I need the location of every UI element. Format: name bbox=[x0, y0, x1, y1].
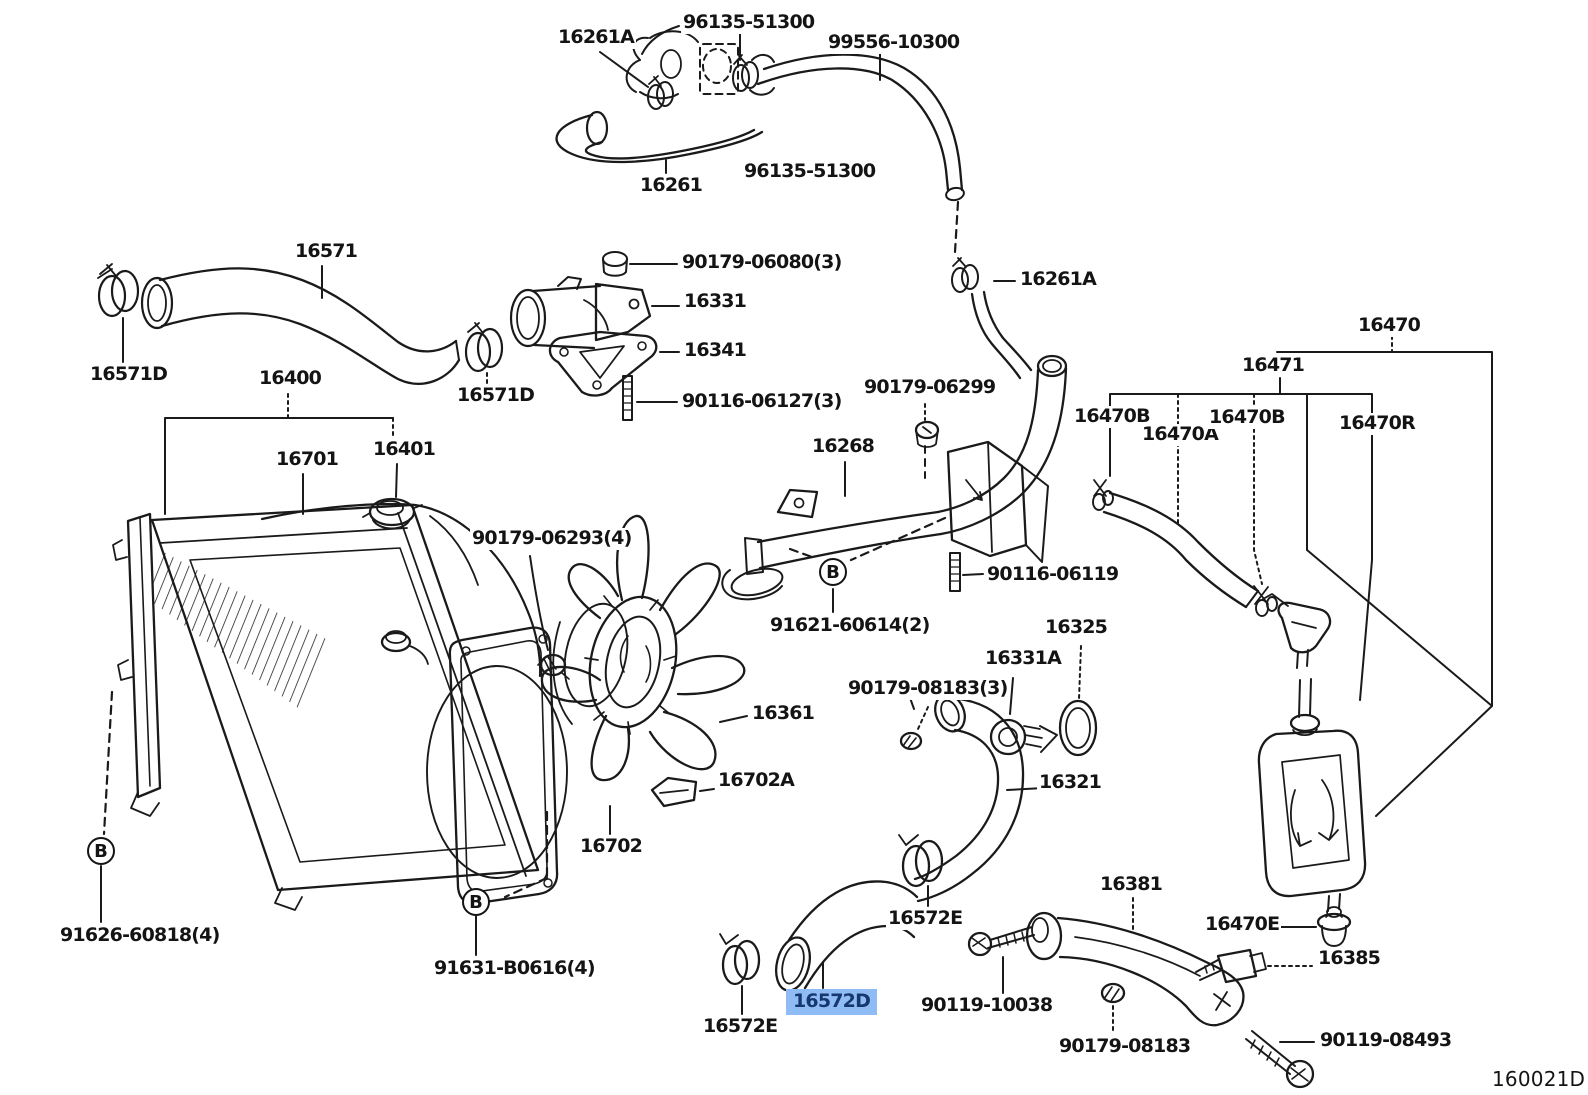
part-label[interactable]: 16325 bbox=[1043, 616, 1110, 639]
part-label[interactable]: 16321 bbox=[1037, 771, 1104, 794]
part-label[interactable]: 16470E bbox=[1203, 913, 1282, 936]
reference-marker-b[interactable]: B bbox=[462, 888, 490, 916]
part-label[interactable]: 16268 bbox=[810, 435, 877, 458]
part-label[interactable]: 16571D bbox=[88, 363, 170, 386]
part-label[interactable]: 16401 bbox=[371, 438, 438, 461]
part-label[interactable]: 16571 bbox=[293, 240, 360, 263]
reference-marker-b[interactable]: B bbox=[87, 837, 115, 865]
part-label[interactable]: 90179-06299 bbox=[862, 376, 998, 399]
part-label[interactable]: 16702A bbox=[716, 769, 797, 792]
part-label[interactable]: 91631-B0616(4) bbox=[432, 957, 597, 980]
part-label[interactable]: 16470R bbox=[1337, 412, 1417, 435]
part-label[interactable]: 16471 bbox=[1240, 354, 1307, 377]
part-label[interactable]: 16701 bbox=[274, 448, 341, 471]
fan-drawing bbox=[529, 514, 748, 808]
upper-hose-drawing bbox=[97, 263, 504, 385]
part-label[interactable]: 91621-60614(2) bbox=[768, 614, 932, 637]
part-label[interactable]: 16385 bbox=[1316, 947, 1383, 970]
part-label[interactable]: 16331A bbox=[983, 647, 1064, 670]
water-outlet-hoses-drawing bbox=[555, 25, 1033, 380]
part-label-selected[interactable]: 16572D bbox=[786, 989, 878, 1015]
part-label[interactable]: 16361 bbox=[750, 702, 817, 725]
part-label[interactable]: 16261 bbox=[638, 174, 705, 197]
part-label[interactable]: 16331 bbox=[682, 290, 749, 313]
radiator-drawing bbox=[112, 502, 542, 911]
part-label[interactable]: 90116-06119 bbox=[985, 563, 1121, 586]
part-label[interactable]: 16571D bbox=[455, 384, 537, 407]
bypass-pipe-drawing bbox=[721, 354, 1068, 613]
part-label[interactable]: 99556-10300 bbox=[826, 31, 962, 54]
part-label[interactable]: 90119-08493 bbox=[1318, 1029, 1454, 1052]
part-label[interactable]: 90119-10038 bbox=[919, 994, 1055, 1017]
part-label[interactable]: 90116-06127(3) bbox=[680, 390, 844, 413]
part-label[interactable]: 90179-08183(3) bbox=[846, 677, 1010, 700]
part-label[interactable]: 16261A bbox=[556, 26, 637, 49]
lower-hose-drawing bbox=[719, 880, 919, 1015]
part-label[interactable]: 16470B bbox=[1072, 405, 1152, 428]
reference-leaders bbox=[100, 865, 477, 956]
diagram-code: 160021D bbox=[1492, 1067, 1586, 1091]
part-label[interactable]: 16572E bbox=[701, 1015, 780, 1038]
part-label[interactable]: 90179-06293(4) bbox=[470, 527, 634, 550]
part-label[interactable]: 16470 bbox=[1356, 314, 1423, 337]
part-label[interactable]: 16702 bbox=[578, 835, 645, 858]
reserve-tank-drawing bbox=[1092, 335, 1493, 918]
reference-marker-b[interactable]: B bbox=[819, 558, 847, 586]
part-label[interactable]: 16261A bbox=[1018, 268, 1099, 291]
part-label[interactable]: 16400 bbox=[257, 367, 324, 390]
part-label[interactable]: 16341 bbox=[682, 339, 749, 362]
part-label[interactable]: 16572E bbox=[886, 907, 965, 930]
part-label[interactable]: 90179-06080(3) bbox=[680, 251, 844, 274]
part-label[interactable]: 96135-51300 bbox=[681, 11, 817, 34]
part-label[interactable]: 91626-60818(4) bbox=[58, 924, 222, 947]
fan-shroud-drawing bbox=[102, 626, 611, 905]
part-label[interactable]: 90179-08183 bbox=[1057, 1035, 1193, 1058]
part-label[interactable]: 16381 bbox=[1098, 873, 1165, 896]
part-label[interactable]: 16470A bbox=[1140, 423, 1221, 446]
part-label[interactable]: 16470B bbox=[1207, 406, 1287, 429]
part-label[interactable]: 96135-51300 bbox=[742, 160, 878, 183]
water-inlet-drawing bbox=[509, 251, 680, 421]
